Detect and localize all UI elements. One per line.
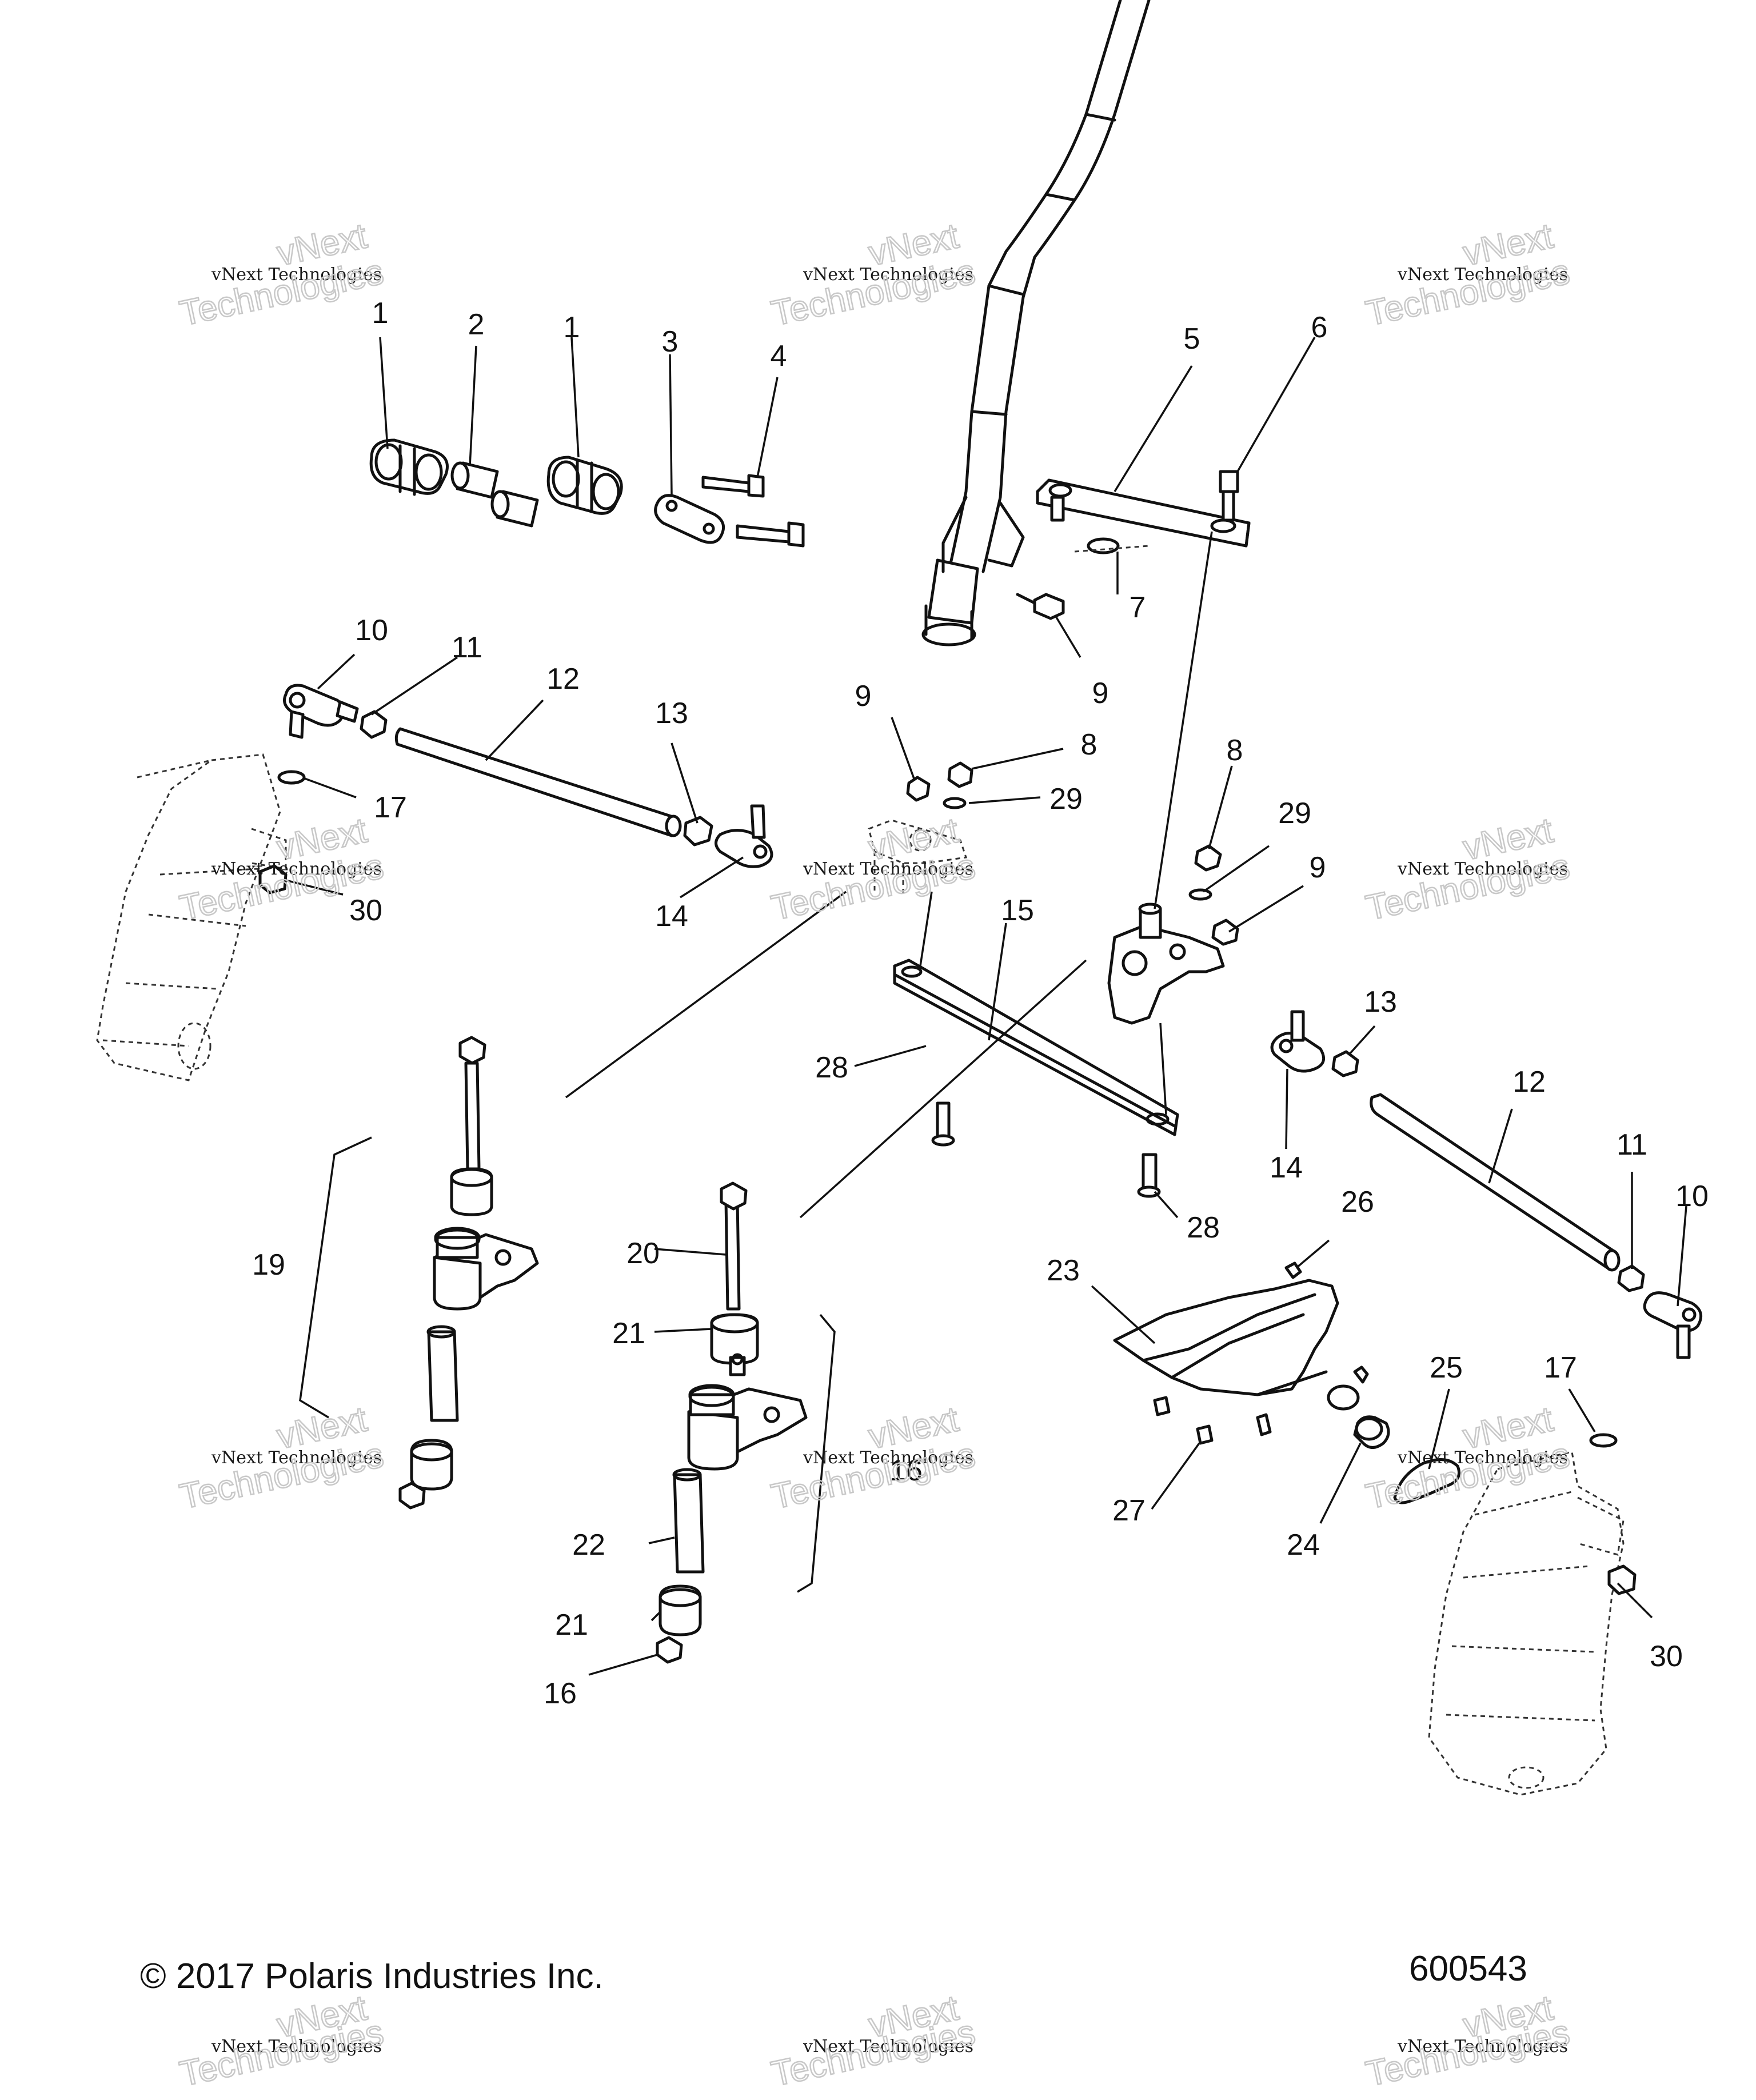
callout-28: 28 [1187,1211,1220,1244]
clamp-plate-3 [654,494,725,544]
callout-11: 11 [1617,1128,1647,1161]
svg-text:vNext Technologies: vNext Technologies [803,2037,973,2057]
callout-26: 26 [1341,1185,1374,1219]
clamp-half-left [369,438,449,496]
watermark: vNext vNext Technologies Technologies [767,810,979,929]
watermark: vNext vNext Technologies Technologies [1362,810,1574,929]
callout-12: 12 [546,662,580,696]
callout-leaders [285,337,1687,1676]
watermark: vNext vNext Technologies Technologies [175,215,388,334]
watermark: vNext vNext Technologies Technologies [175,1399,388,1518]
drag-link-15 [893,959,1179,1198]
spacer-tube-2 [450,461,539,528]
callout-13: 13 [1364,985,1397,1019]
callout-8: 8 [1081,728,1098,761]
svg-text:vNext Technologies: vNext Technologies [803,859,973,879]
callout-17: 17 [374,791,407,824]
watermark: vNext vNext Technologies Technologies [1362,215,1574,334]
svg-text:vNext Technologies: vNext Technologies [1397,2037,1568,2057]
callout-4: 4 [771,340,787,373]
callout-29: 29 [1278,797,1311,830]
idler-assembly-19 [299,1036,539,1510]
svg-text:vNext Technologies: vNext Technologies [1397,859,1568,879]
callout-1: 1 [564,311,580,344]
callout-3: 3 [662,325,679,358]
right-bellcrank [1107,844,1239,1025]
bolts-4 [701,474,805,548]
svg-text:vNext Technologies: vNext Technologies [803,265,973,285]
callout-21: 21 [612,1317,645,1350]
callout-30: 30 [1650,1640,1683,1673]
callout-24: 24 [1287,1528,1320,1562]
callout-16: 16 [544,1677,577,1710]
callout-12: 12 [1512,1065,1546,1099]
upper-clamp-assembly [369,438,805,548]
idler-assembly-16 [656,1181,836,1664]
callout-25: 25 [1430,1351,1463,1384]
callout-29: 29 [1049,782,1083,816]
callout-13: 13 [655,697,688,730]
callout-7: 7 [1130,591,1146,624]
svg-text:vNext Technologies: vNext Technologies [211,2037,382,2057]
callout-28: 28 [815,1051,848,1084]
svg-text:vNext Technologies: vNext Technologies [803,1448,973,1468]
watermark: vNext vNext Technologies Technologies [1362,1399,1574,1518]
assembly-lines [565,531,1213,1219]
callout-14: 14 [655,900,688,933]
callout-27: 27 [1112,1494,1146,1527]
svg-text:vNext Technologies: vNext Technologies [211,265,382,285]
callout-9: 9 [1310,851,1326,884]
callout-20: 20 [626,1237,660,1270]
callout-6: 6 [1311,311,1328,344]
svg-text:vNext Technologies: vNext Technologies [211,859,382,879]
svg-text:vNext Technologies: vNext Technologies [1397,265,1568,285]
clamp-half-right [546,456,623,515]
callout-23: 23 [1047,1254,1080,1287]
copyright-text: © 2017 Polaris Industries Inc. [140,1957,604,1996]
callout-14: 14 [1270,1151,1303,1184]
diagram-number: 600543 [1409,1949,1527,1989]
callout-2: 2 [468,308,485,341]
watermark: vNext vNext Technologies Technologies [1362,1987,1574,2095]
pitman-arm-assembly [1033,470,1251,620]
svg-text:vNext Technologies: vNext Technologies [211,1448,382,1468]
watermark: vNext vNext Technologies Technologies [767,215,979,334]
callout-8: 8 [1227,734,1243,767]
right-knuckle-ghost [1428,1433,1637,1796]
callout-10: 10 [1675,1180,1709,1213]
left-knuckle-ghost [96,753,306,1081]
callout-9: 9 [855,680,872,713]
svg-text:vNext Technologies: vNext Technologies [1397,1448,1568,1468]
callout-22: 22 [572,1528,605,1562]
callout-30: 30 [349,894,382,927]
callout-9: 9 [1092,677,1109,710]
callout-1: 1 [372,297,389,330]
callout-15: 15 [1001,894,1034,927]
cover-assembly-23 [1113,1261,1460,1504]
watermarks: vNext vNext Technologies Technologies vN… [175,215,1574,2095]
tie-rod-left [283,684,773,868]
steering-column [921,0,1151,646]
callout-19: 19 [252,1248,285,1281]
callout-10: 10 [355,614,388,647]
watermark: vNext vNext Technologies Technologies [767,1987,979,2095]
tie-rod-right [1270,1010,1703,1359]
watermark: vNext vNext Technologies Technologies [175,1987,388,2095]
callout-5: 5 [1184,322,1200,356]
callout-16: 16 [889,1454,923,1487]
callout-17: 17 [1544,1351,1577,1384]
center-bellcrank-top [868,761,973,897]
callout-21: 21 [555,1608,588,1642]
callout-11: 11 [452,631,482,664]
callout-numbers: 1 2 1 3 4 5 6 7 9 10 11 12 13 9 8 29 17 … [252,297,1709,1710]
